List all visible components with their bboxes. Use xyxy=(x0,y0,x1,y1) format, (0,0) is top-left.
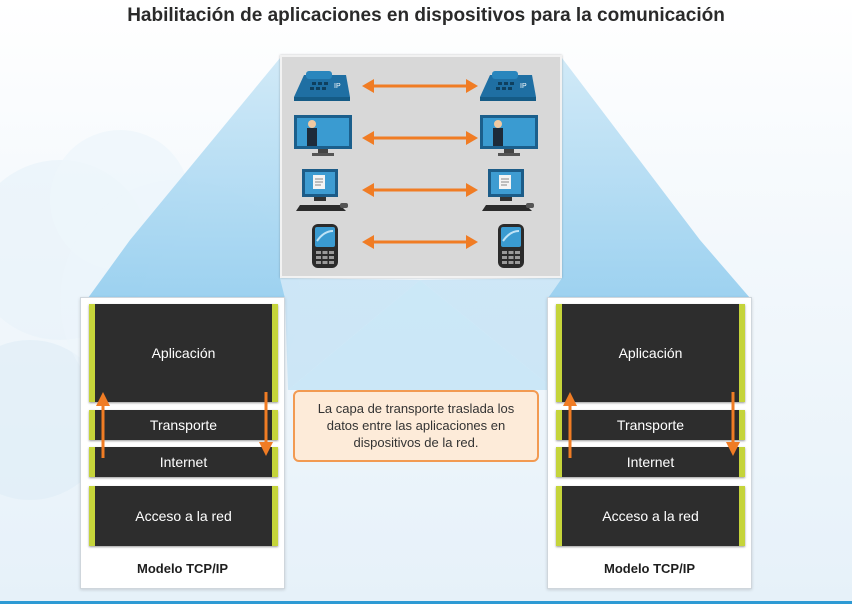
mobile-phone-icon xyxy=(312,224,338,268)
layer-transport: Transporte xyxy=(89,410,278,440)
layer-network-access: Acceso a la red xyxy=(556,486,745,546)
ip-badge: IP xyxy=(520,83,527,90)
ip-phone-icon: IP xyxy=(294,71,350,101)
layer-transport: Transporte xyxy=(556,410,745,440)
model-label: Modelo TCP/IP xyxy=(604,561,695,576)
page-title: Habilitación de aplicaciones en disposit… xyxy=(127,5,725,26)
double-arrow-icon xyxy=(362,79,478,93)
layer-application: Aplicación xyxy=(89,304,278,402)
device-panel: IP IP xyxy=(280,55,562,278)
computer-icon xyxy=(482,169,534,211)
layer-internet: Internet xyxy=(89,447,278,477)
video-screen-icon xyxy=(294,115,352,156)
double-arrow-icon xyxy=(362,131,478,145)
right-tcpip-model: Aplicación Transporte Internet Acceso a … xyxy=(547,297,752,589)
layer-internet: Internet xyxy=(556,447,745,477)
ip-phone-icon: IP xyxy=(480,71,536,101)
ip-badge: IP xyxy=(334,83,341,90)
layer-application: Aplicación xyxy=(556,304,745,402)
layer-network-access: Acceso a la red xyxy=(89,486,278,546)
mobile-phone-icon xyxy=(498,224,524,268)
computer-icon xyxy=(296,169,348,211)
bottom-divider xyxy=(0,601,852,604)
left-tcpip-model: Aplicación Transporte Internet Acceso a … xyxy=(80,297,285,589)
transport-callout: La capa de transporte traslada los datos… xyxy=(293,390,539,462)
video-screen-icon xyxy=(480,115,538,156)
model-label: Modelo TCP/IP xyxy=(137,561,228,576)
double-arrow-icon xyxy=(362,183,478,197)
double-arrow-icon xyxy=(362,235,478,249)
